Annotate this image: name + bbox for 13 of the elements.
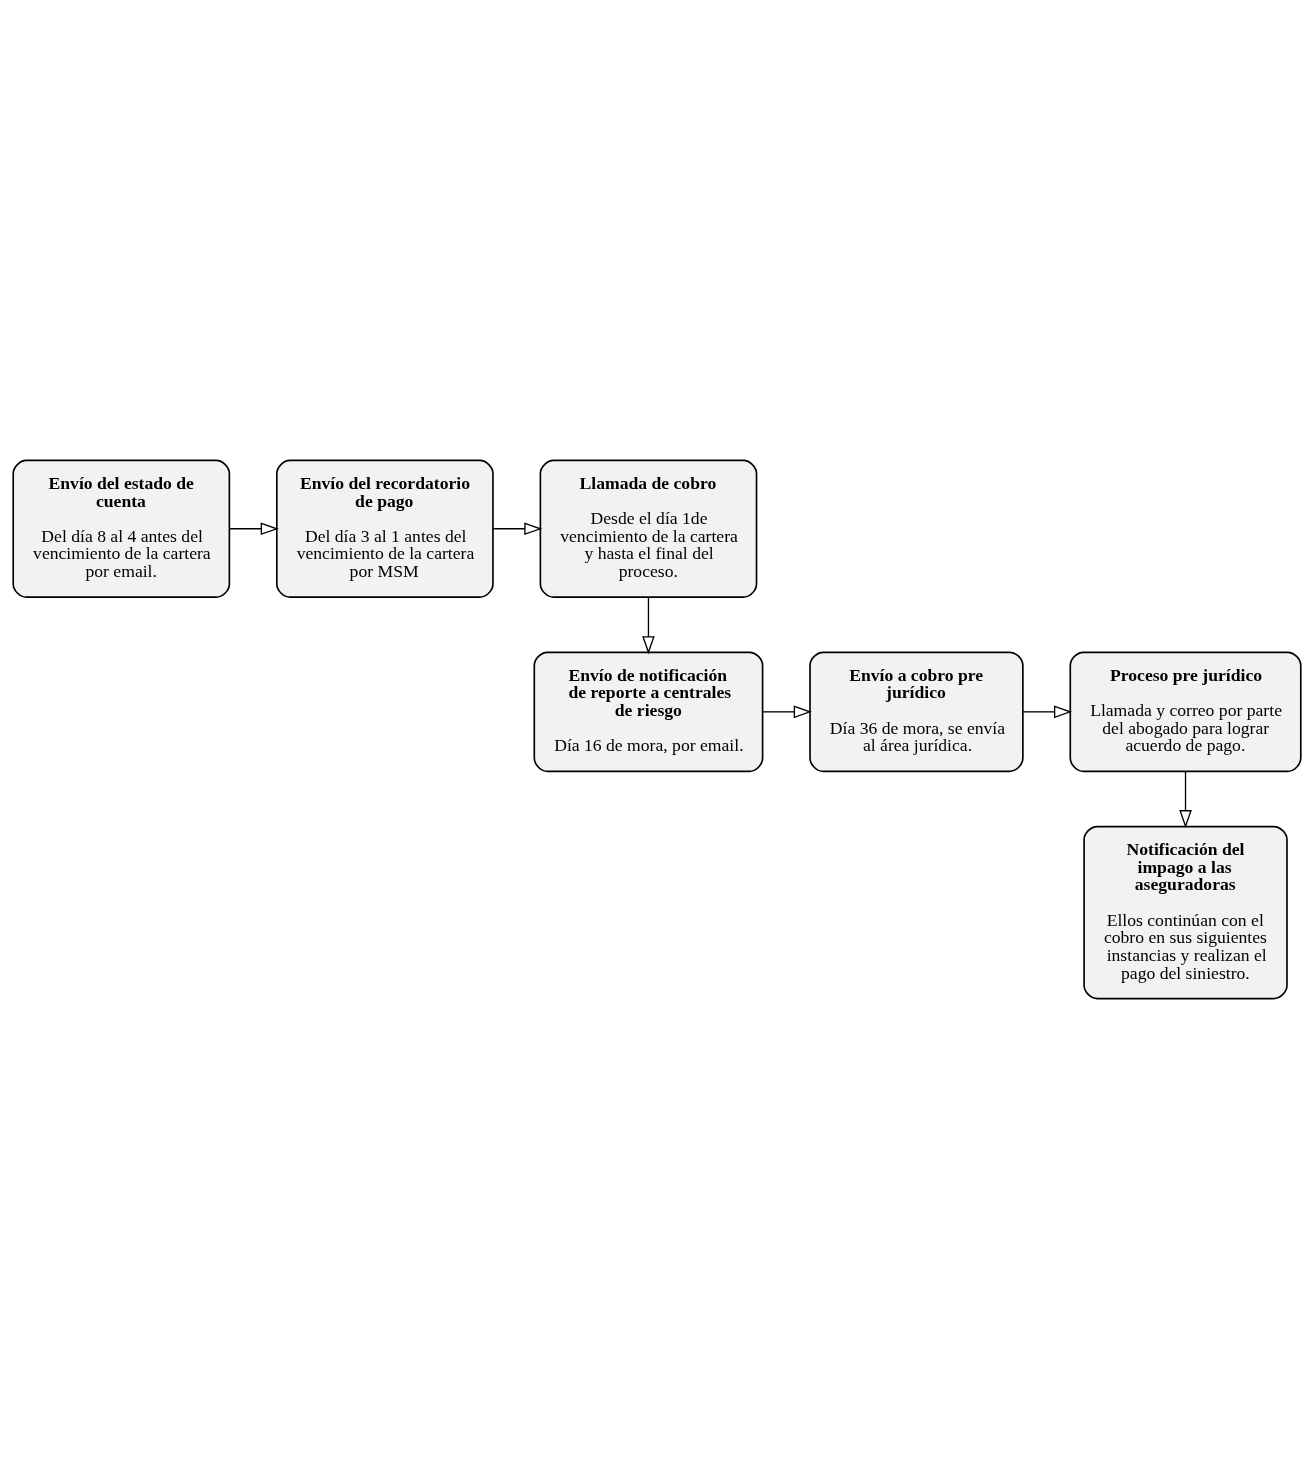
node-box: Envío del recordatorio de pago Del día 3 al 1 antes del vencimiento de la cartera por MSM bbox=[275, 459, 494, 598]
node-box: Envío a cobro pre jurídico Día 36 de mora, se envía al área jurídica. bbox=[809, 650, 1024, 772]
node-box: Envío del estado de cuenta Del día 8 al 4 antes del vencimiento de la cartera por email. bbox=[12, 459, 231, 598]
arrow bbox=[1022, 705, 1073, 718]
arrow bbox=[642, 596, 655, 654]
node-box: Notificación del impago a las aseguradoras Ellos continúan con el cobro en sus siguientes instancias y realizan el pago del siniestro. bbox=[1083, 825, 1288, 999]
node-box: Envío de notificación de reporte a centrales de riesgo Día 16 de mora, por email. bbox=[533, 650, 764, 772]
arrow bbox=[762, 705, 812, 718]
node-box: Proceso pre jurídico Llamada y correo por parte del abogado para lograr acuerdo de pago. bbox=[1069, 650, 1302, 772]
arrow bbox=[228, 521, 279, 535]
arrow bbox=[492, 521, 543, 535]
node-box: Llamada de cobro Desde el día 1de vencimiento de la cartera y hasta el final del proceso. bbox=[539, 459, 758, 598]
arrow bbox=[1179, 770, 1192, 828]
